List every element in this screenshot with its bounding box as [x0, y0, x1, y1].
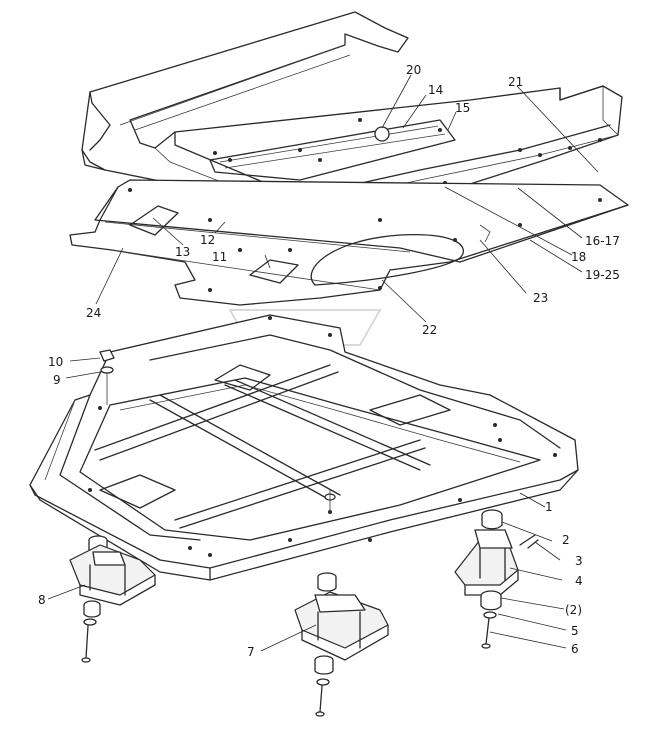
callout-2: 2	[562, 533, 570, 547]
callout-3: 3	[575, 554, 583, 568]
callout-1: 1	[545, 500, 553, 514]
callout-labels: 20 14 15 21 16-17 18 19-25 23 22 12 13 1…	[38, 63, 620, 659]
callout-16-17: 16-17	[585, 234, 620, 248]
callout-19-25: 19-25	[585, 268, 620, 282]
callout-24: 24	[86, 306, 101, 320]
callout-4: 4	[575, 574, 583, 588]
callout-21: 21	[508, 75, 523, 89]
callout-5: 5	[571, 624, 579, 638]
callout-8: 8	[38, 593, 46, 607]
callout-10: 10	[48, 355, 63, 369]
callout-13: 13	[175, 245, 190, 259]
top-cover	[81, 11, 623, 216]
callout-20: 20	[406, 63, 421, 77]
callout-15: 15	[455, 101, 470, 115]
callout-18: 18	[571, 250, 586, 264]
nut-washer-top-left	[99, 349, 115, 405]
callout-2-qty: (2)	[565, 603, 582, 617]
leader-lines	[47, 74, 599, 652]
callout-6: 6	[571, 642, 579, 656]
callout-22: 22	[422, 323, 437, 337]
mount-center	[294, 490, 389, 717]
callout-7: 7	[247, 645, 255, 659]
callout-11: 11	[212, 250, 227, 264]
callout-12: 12	[200, 233, 215, 247]
main-frame	[29, 314, 579, 581]
callout-9: 9	[53, 373, 61, 387]
mount-left	[69, 535, 156, 663]
mount-right	[454, 509, 539, 649]
callout-14: 14	[428, 83, 443, 97]
floor-plate	[69, 179, 629, 306]
callout-23: 23	[533, 291, 548, 305]
